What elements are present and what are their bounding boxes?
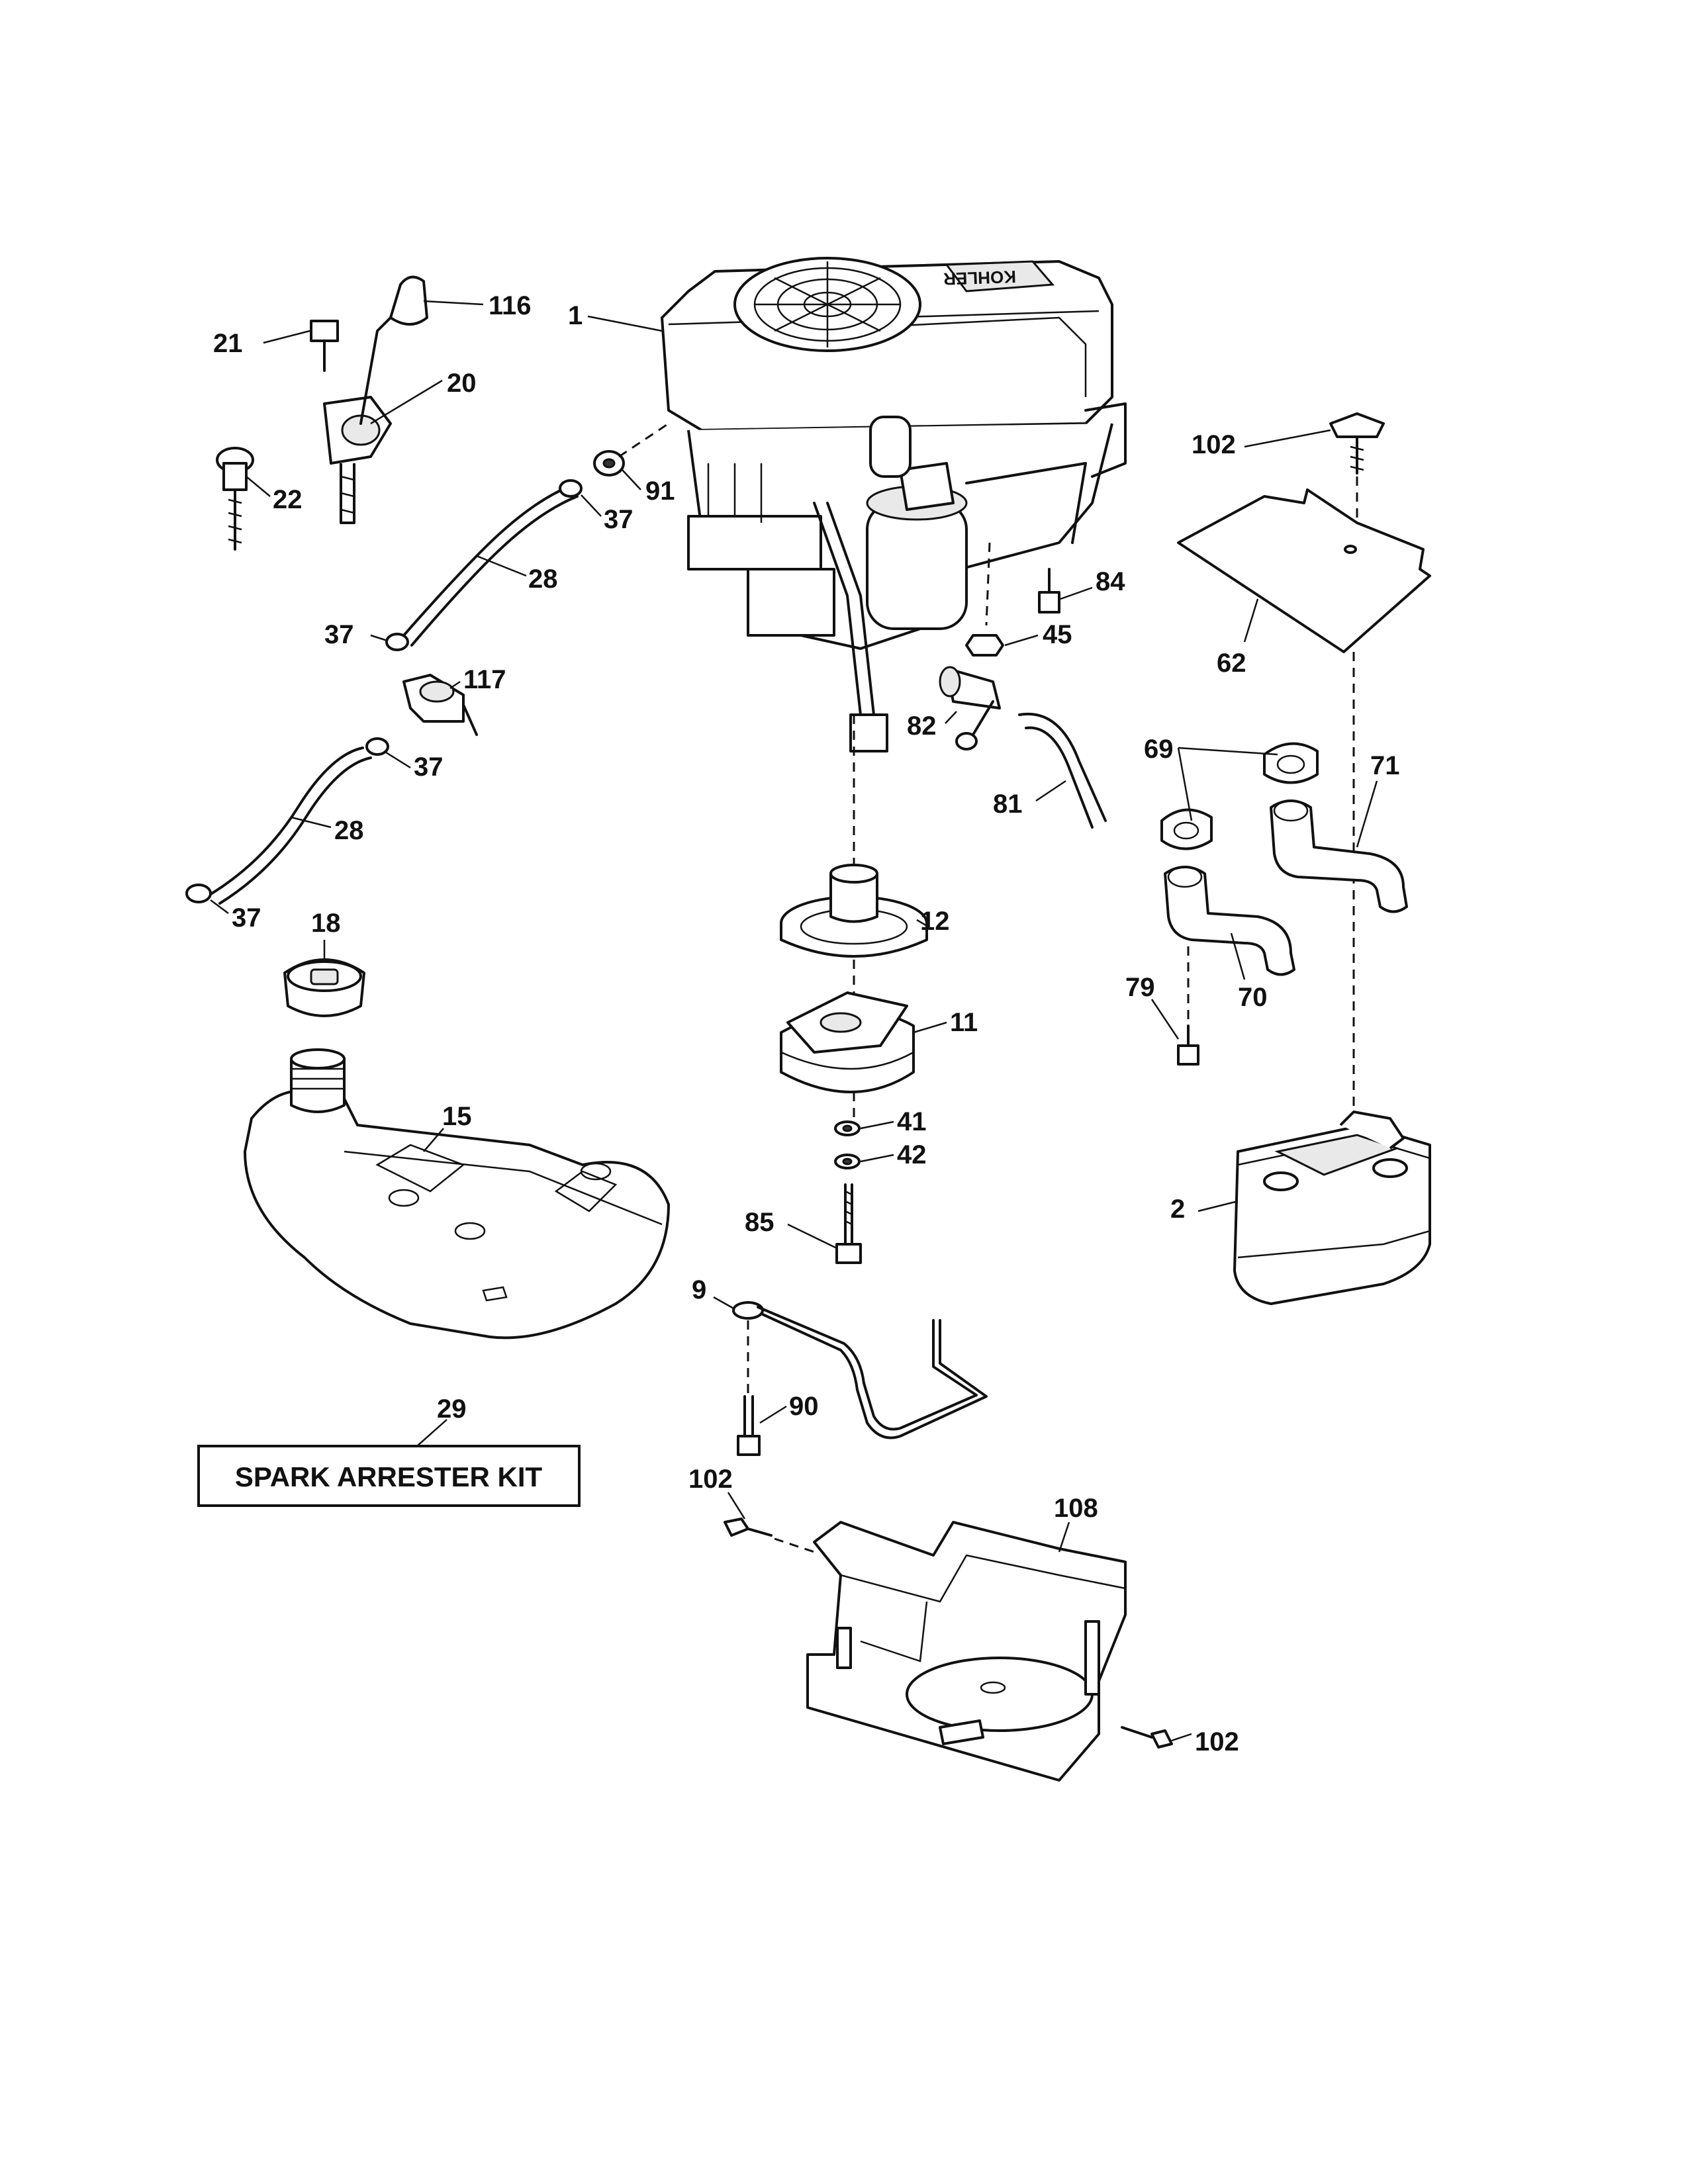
fuel-cap-18	[283, 958, 365, 1017]
hose-81	[1018, 712, 1107, 829]
leader-lines	[210, 300, 1378, 1742]
label-102b: 102	[688, 1465, 733, 1494]
label-102a: 102	[1192, 430, 1236, 459]
bolt-102-guard-left	[724, 1518, 773, 1537]
hose-clamps	[185, 479, 583, 903]
label-70: 70	[1238, 983, 1268, 1012]
label-108: 108	[1054, 1494, 1098, 1523]
fuel-tank-15	[244, 1048, 670, 1340]
exhaust-pipe-71	[1270, 799, 1408, 913]
knob-22	[216, 447, 254, 551]
label-45: 45	[1043, 620, 1072, 649]
label-79: 79	[1125, 973, 1155, 1002]
bolt-85	[835, 1183, 862, 1264]
label-117: 117	[463, 665, 506, 694]
washer-42	[834, 1154, 861, 1169]
label-91: 91	[645, 477, 675, 506]
label-81: 81	[993, 790, 1023, 819]
knob-116	[389, 275, 428, 326]
fuel-line-upper	[402, 485, 579, 647]
fuel-pump-82	[939, 666, 1001, 751]
label-37a: 37	[604, 505, 633, 534]
clutch-11	[780, 991, 915, 1093]
label-12: 12	[920, 907, 950, 936]
bracket-9	[732, 1301, 988, 1439]
label-42: 42	[897, 1140, 927, 1169]
label-15: 15	[442, 1102, 472, 1131]
label-37c: 37	[414, 752, 444, 782]
label-29: 29	[437, 1394, 467, 1424]
throttle-control	[323, 313, 395, 524]
label-102c: 102	[1195, 1727, 1239, 1756]
pulley-12	[780, 864, 928, 958]
bolt-79	[1177, 1024, 1199, 1066]
fuel-filter-117	[402, 674, 478, 736]
heat-shield-62	[1177, 488, 1431, 653]
fitting-91	[593, 450, 625, 477]
label-11: 11	[950, 1008, 978, 1037]
spark-arrester-kit-box	[197, 1445, 581, 1507]
label-22: 22	[273, 485, 303, 514]
bolt-102-guard-right	[1121, 1726, 1173, 1749]
label-1: 1	[568, 301, 583, 330]
engine-logo-text: KOHLER	[943, 267, 1016, 289]
label-9: 9	[692, 1275, 706, 1304]
label-28b: 28	[334, 816, 364, 845]
label-18: 18	[311, 909, 341, 938]
label-2: 2	[1170, 1195, 1185, 1224]
label-37d: 37	[232, 903, 261, 933]
label-71: 71	[1370, 751, 1400, 780]
label-84: 84	[1096, 567, 1125, 596]
gasket-69-left	[1160, 808, 1213, 850]
bolt-90	[737, 1395, 761, 1456]
knob-bolt-102-top	[1329, 412, 1385, 475]
label-28a: 28	[528, 565, 558, 594]
label-20: 20	[447, 369, 477, 398]
engine-guard-108	[806, 1521, 1127, 1782]
label-37b: 37	[324, 620, 354, 649]
nut-45	[965, 634, 1004, 657]
gasket-69-top	[1263, 742, 1319, 784]
washer-41	[834, 1120, 861, 1136]
label-85: 85	[745, 1208, 774, 1237]
bolt-84	[1038, 568, 1060, 614]
part-labels: 1 116 20 21 22 91 37 28 37 117 37 28 37 …	[213, 291, 1400, 1756]
label-116: 116	[489, 291, 532, 320]
exhaust-pipe-70	[1164, 866, 1295, 976]
label-41: 41	[897, 1107, 927, 1136]
fuel-line-lower	[211, 747, 372, 905]
label-62: 62	[1217, 649, 1246, 678]
label-82: 82	[907, 711, 937, 741]
muffler-2	[1233, 1111, 1431, 1305]
engine: KOHLER	[661, 257, 1127, 752]
label-90: 90	[789, 1392, 819, 1421]
bolt-21	[310, 320, 339, 372]
label-69: 69	[1144, 735, 1174, 764]
spark-arrester-kit-label: SPARK ARRESTER KIT	[235, 1461, 543, 1492]
label-21: 21	[213, 329, 243, 358]
